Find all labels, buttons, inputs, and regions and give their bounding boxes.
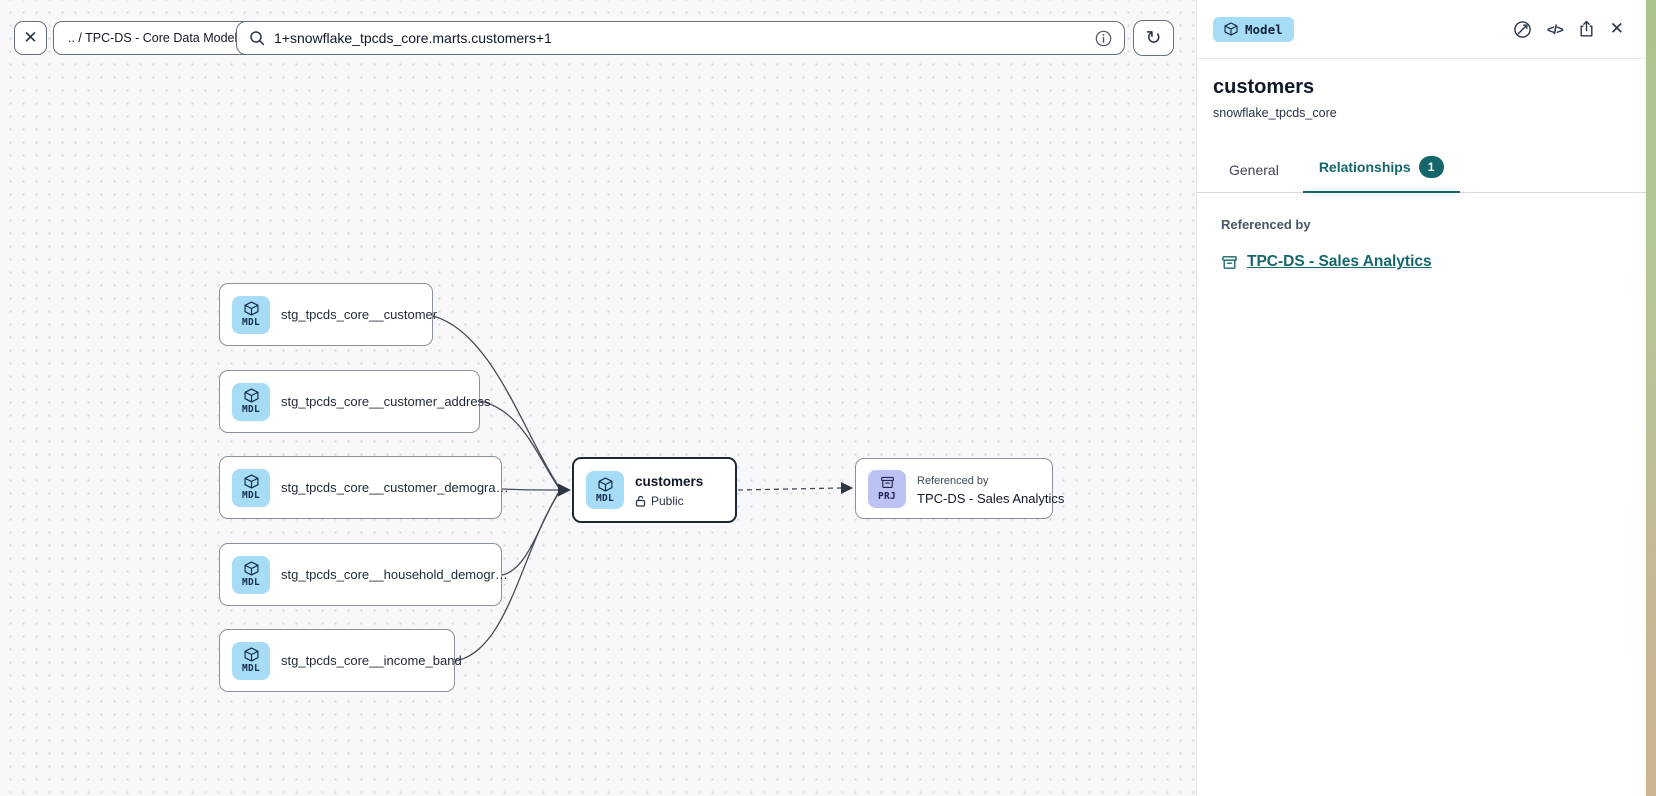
project-chip: PRJ: [868, 469, 906, 508]
node-stg-tpcds-core-customer-address[interactable]: MDL stg_tpcds_core__customer_address: [219, 370, 491, 433]
node-customers-selected[interactable]: MDL customers Public: [572, 457, 737, 523]
cube-icon: [243, 474, 259, 489]
node-label: stg_tpcds_core__customer: [281, 307, 438, 322]
unlock-icon: [635, 495, 646, 507]
referenced-by-link-row[interactable]: TPC-DS - Sales Analytics: [1221, 253, 1622, 271]
chip-label: MDL: [241, 404, 261, 415]
edge: [501, 491, 560, 576]
node-stg-tpcds-core-customer-demographics[interactable]: MDL stg_tpcds_core__customer_demogra…: [219, 456, 509, 519]
breadcrumb[interactable]: .. / TPC-DS - Core Data Models: [53, 21, 259, 55]
tab-label: Relationships: [1318, 159, 1411, 175]
relationships-count-badge: 1: [1418, 156, 1444, 178]
referenced-by-link[interactable]: TPC-DS - Sales Analytics: [1247, 253, 1432, 270]
model-chip: MDL: [232, 295, 270, 334]
lineage-canvas[interactable]: ✕ .. / TPC-DS - Core Data Models ↻ MDL s…: [0, 0, 1196, 796]
details-panel: Model </> ✕ customers snowfl: [1196, 0, 1646, 796]
node-kicker: Referenced by: [917, 475, 989, 487]
model-chip: MDL: [586, 471, 624, 509]
edge: [501, 488, 560, 491]
search-icon: [250, 31, 265, 46]
compass-icon[interactable]: [1513, 20, 1532, 39]
info-icon[interactable]: [1095, 30, 1112, 47]
model-type-badge: Model: [1213, 16, 1294, 42]
chip-label: PRJ: [877, 491, 897, 502]
lineage-search-box[interactable]: [236, 21, 1125, 55]
chip-label: MDL: [241, 317, 261, 328]
node-label: stg_tpcds_core__income_band: [281, 653, 462, 668]
chip-label: MDL: [241, 663, 261, 674]
refresh-icon: ↻: [1145, 27, 1162, 49]
cube-icon: [597, 476, 613, 492]
cube-icon: [243, 647, 259, 662]
share-icon[interactable]: [1578, 20, 1595, 38]
panel-tabs: General Relationships 1: [1197, 146, 1646, 193]
panel-header: Model </> ✕: [1197, 0, 1646, 59]
close-panel-icon[interactable]: ✕: [1609, 19, 1624, 38]
desktop-wallpaper-edge: [1646, 0, 1656, 796]
chip-label: MDL: [241, 490, 261, 501]
close-icon: ✕: [23, 28, 38, 47]
node-stg-tpcds-core-household-demographics[interactable]: MDL stg_tpcds_core__household_demogr…: [219, 543, 508, 606]
model-chip: MDL: [232, 555, 270, 594]
node-label: TPC-DS - Sales Analytics: [917, 491, 1065, 506]
archive-icon: [880, 476, 894, 489]
edge-arrowhead: [841, 482, 853, 494]
close-lineage-button[interactable]: ✕: [14, 21, 47, 55]
visibility-label: Public: [651, 493, 684, 508]
node-label: stg_tpcds_core__customer_address: [281, 394, 491, 409]
node-label: customers: [635, 473, 704, 489]
model-type-label: Model: [1245, 21, 1283, 37]
node-stg-tpcds-core-income-band[interactable]: MDL stg_tpcds_core__income_band: [219, 629, 462, 692]
model-chip: MDL: [232, 641, 270, 680]
model-chip: MDL: [232, 468, 270, 507]
model-chip: MDL: [232, 382, 270, 421]
search-input[interactable]: [274, 30, 1086, 46]
breadcrumb-label: .. / TPC-DS - Core Data Models: [68, 31, 244, 45]
cube-icon: [243, 388, 259, 403]
code-icon[interactable]: </>: [1546, 21, 1564, 37]
lineage-edges: [432, 315, 853, 662]
edge-dashed: [737, 487, 842, 491]
cube-icon: [243, 301, 259, 316]
chip-label: MDL: [595, 492, 615, 504]
cube-icon: [1224, 22, 1238, 36]
node-label: stg_tpcds_core__household_demogr…: [281, 567, 508, 582]
tab-general[interactable]: General: [1213, 152, 1295, 193]
node-referenced-by-project[interactable]: PRJ Referenced by TPC-DS - Sales Analyti…: [855, 458, 1064, 519]
panel-subtitle: snowflake_tpcds_core: [1213, 106, 1337, 120]
tab-relationships[interactable]: Relationships 1: [1302, 146, 1460, 193]
chip-label: MDL: [241, 577, 261, 588]
edge-arrowhead: [558, 483, 571, 497]
tab-label: General: [1229, 162, 1279, 178]
cube-icon: [243, 561, 259, 576]
node-label: stg_tpcds_core__customer_demogra…: [281, 480, 509, 495]
archive-icon: [1222, 255, 1237, 269]
panel-title: customers: [1213, 76, 1315, 98]
node-stg-tpcds-core-customer[interactable]: MDL stg_tpcds_core__customer: [219, 283, 437, 346]
referenced-by-label: Referenced by: [1221, 217, 1311, 232]
refresh-button[interactable]: ↻: [1133, 20, 1174, 56]
